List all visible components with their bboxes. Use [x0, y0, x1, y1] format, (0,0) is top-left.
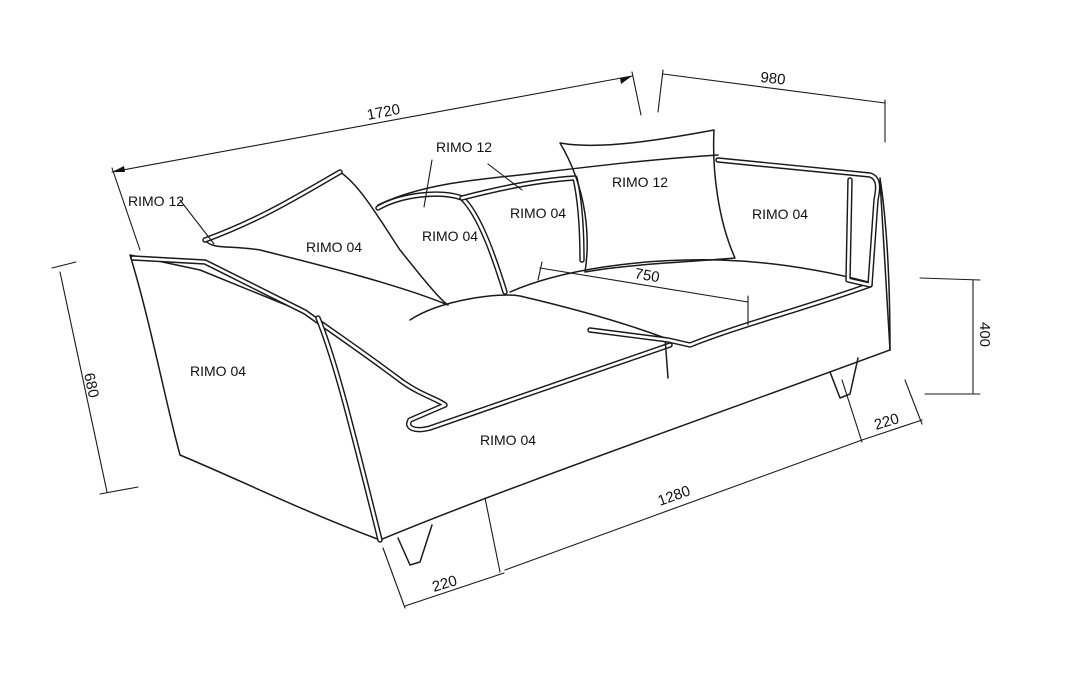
- pillow-left-piping: [202, 169, 343, 243]
- label-back-cushion-left: RIMO 04: [422, 228, 478, 244]
- label-back-piping: RIMO 12: [436, 139, 492, 155]
- dim-inner-width: 1280: [656, 482, 693, 509]
- pillow-right: [559, 129, 736, 273]
- dim-height: 680: [80, 371, 102, 399]
- leg-right: [829, 357, 859, 399]
- dim-depth: 980: [760, 69, 787, 89]
- dim-arm-left: 220: [430, 572, 459, 596]
- label-cushion-left-top: RIMO 12: [128, 193, 184, 209]
- label-back-cushion-middle: RIMO 04: [510, 205, 566, 221]
- back-top-edge: [377, 154, 719, 206]
- label-front-base: RIMO 04: [480, 432, 536, 448]
- left-arm-piping: [130, 255, 673, 433]
- label-pillow-right: RIMO 12: [612, 174, 668, 190]
- label-back-right: RIMO 04: [752, 206, 808, 222]
- label-arm-side: RIMO 04: [190, 363, 246, 379]
- sofa-outline: [129, 129, 891, 566]
- dimension-lines: [51, 69, 981, 609]
- dim-seat-depth: 750: [633, 265, 661, 286]
- seat-cushion-right: [509, 259, 869, 293]
- dim-seat-height: 400: [976, 322, 993, 347]
- dim-arm-right: 220: [872, 410, 901, 434]
- seat-cushion-left: [409, 294, 669, 379]
- label-pillow-left: RIMO 04: [306, 239, 362, 255]
- dim-total-width: 1720: [366, 101, 402, 124]
- leg-front: [397, 524, 433, 566]
- right-arm-piping: [715, 157, 881, 288]
- right-arm-outer: [879, 177, 891, 351]
